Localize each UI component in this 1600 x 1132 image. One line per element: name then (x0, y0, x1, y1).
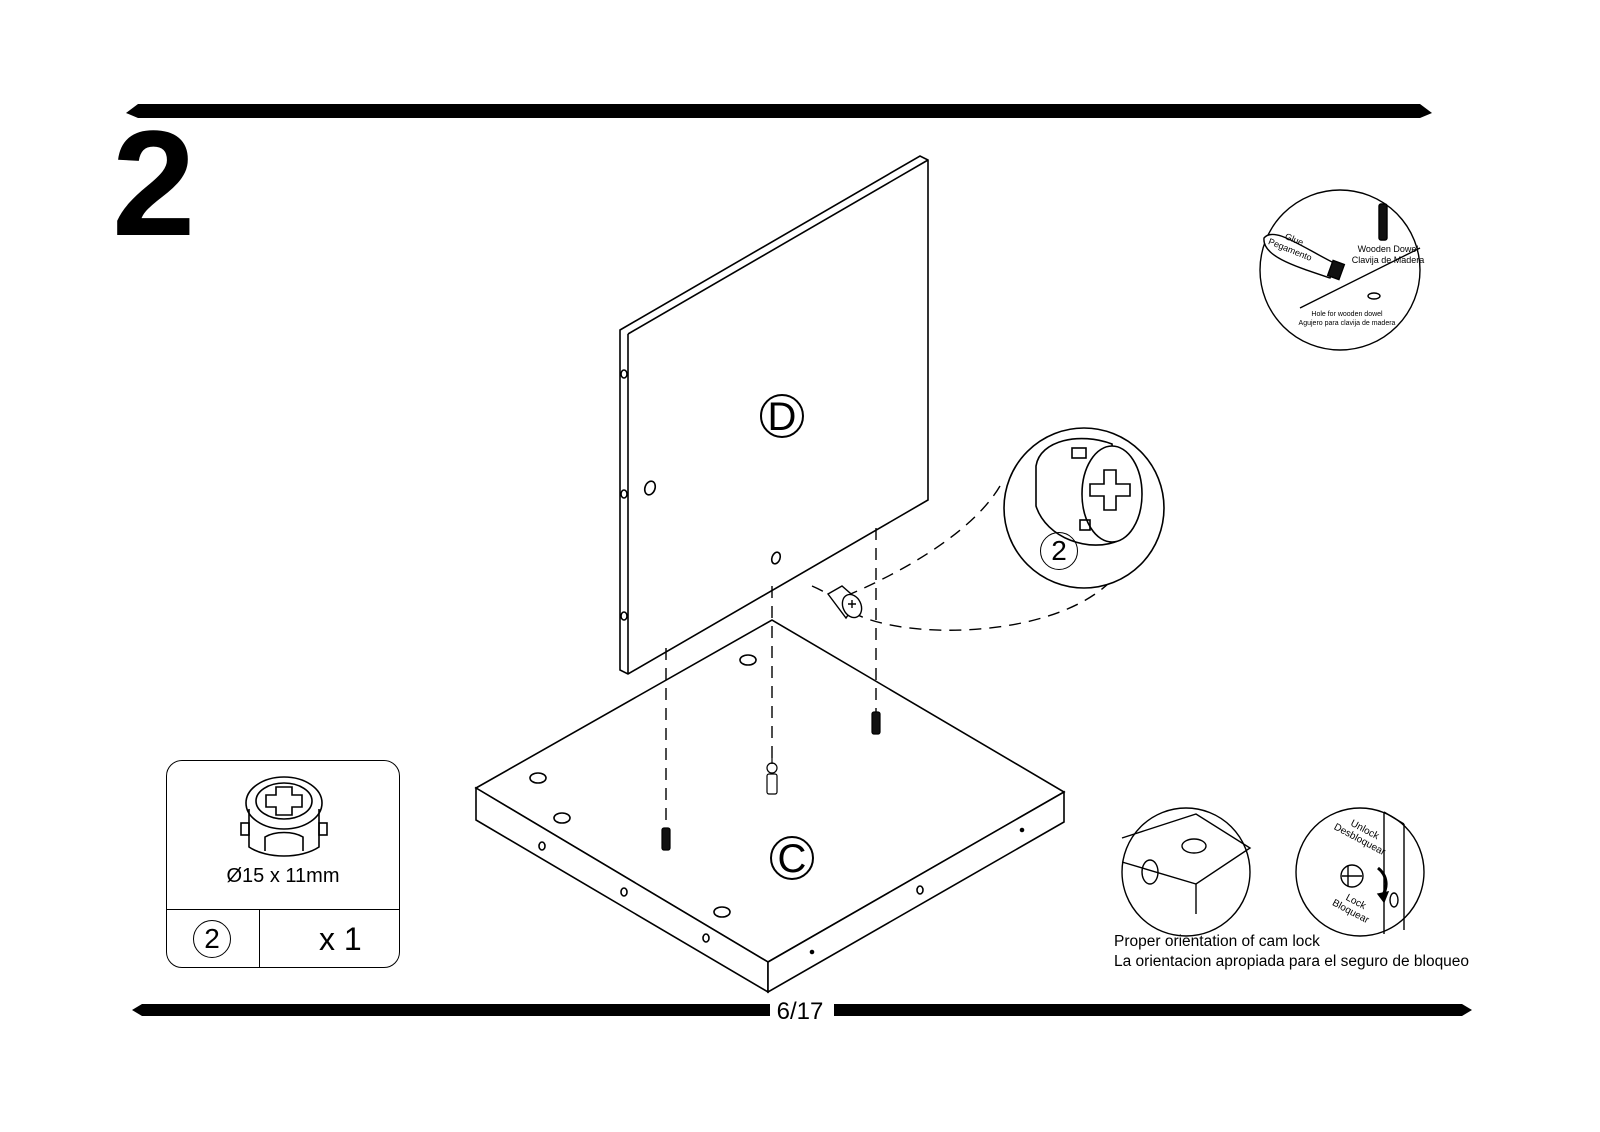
guide-lines (665, 485, 1111, 828)
panel-label-d: D (760, 394, 804, 438)
panel-label-c: C (770, 836, 814, 880)
cam-lock-magnified (1003, 427, 1165, 589)
hole-label: Hole for wooden dowel Agujero para clavi… (1282, 310, 1412, 328)
cam-orientation-caption: Proper orientation of cam lock La orient… (1114, 932, 1469, 972)
cam-lock-icon (240, 776, 328, 857)
dowel-label: Wooden Dowel Clavija de Madera (1346, 244, 1430, 266)
header-bar (126, 104, 1432, 118)
cam-detail-label: 2 (1040, 532, 1078, 570)
caption-en: Proper orientation of cam lock (1114, 933, 1320, 950)
hole-es: Agujero para clavija de madera (1298, 320, 1396, 327)
dowels (661, 711, 881, 851)
cam-orientation-2 (1295, 807, 1425, 937)
cam-orientation-1 (1121, 807, 1252, 937)
panel-c (474, 619, 1066, 994)
page-number: 6/17 (776, 998, 824, 1025)
footer-bar-right (834, 1004, 1472, 1016)
hardware-box: Ø15 x 11mm 2 x 1 (166, 760, 400, 968)
hardware-quantity: x 1 (319, 921, 362, 957)
footer-bar-left (132, 1004, 770, 1016)
hardware-divider-vertical (259, 909, 260, 967)
hole-en: Hole for wooden dowel (1311, 311, 1383, 318)
caption-es: La orientacion apropiada para el seguro … (1114, 953, 1470, 970)
hardware-divider (167, 909, 399, 910)
dowel-en: Wooden Dowel (1357, 244, 1419, 254)
dowel-detail (1259, 189, 1421, 351)
dowel-es: Clavija de Madera (1351, 255, 1425, 265)
hardware-size: Ø15 x 11mm (226, 865, 340, 887)
hardware-id: 2 (193, 920, 231, 958)
cam-lock-small (826, 585, 863, 620)
step-number: 2 (112, 99, 196, 267)
